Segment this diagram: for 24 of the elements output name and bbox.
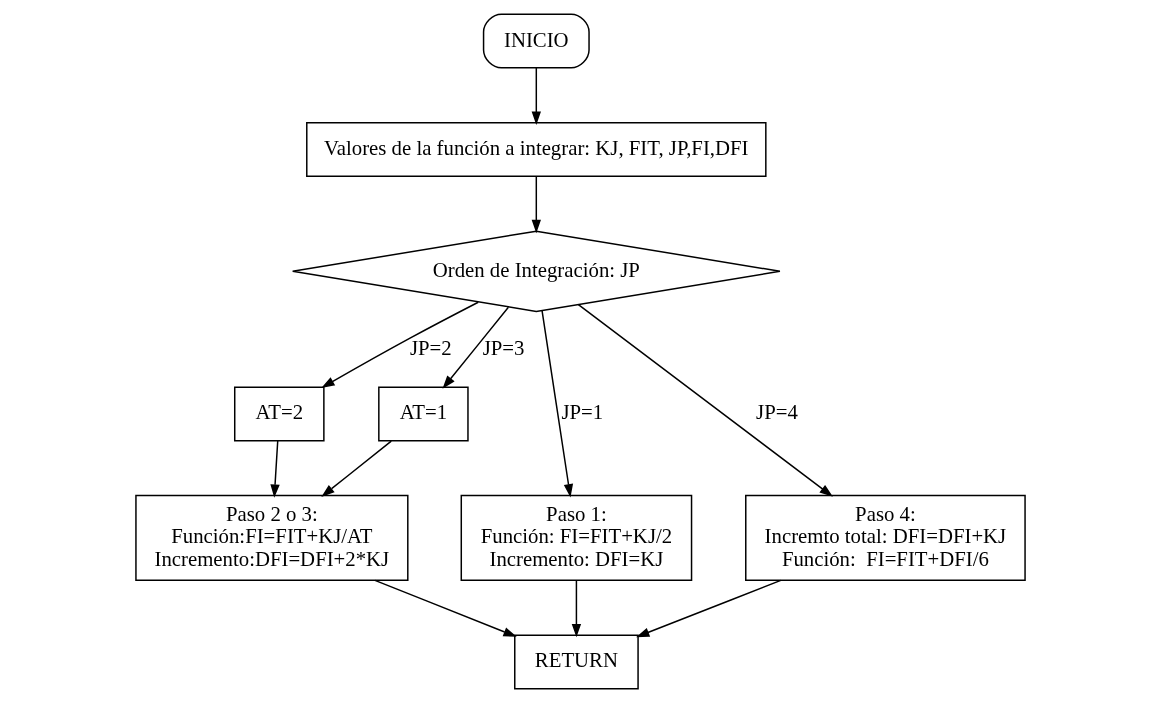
edge-label: JP=4 xyxy=(756,400,798,424)
node-box: Paso 1: Función: FI=FIT+KJ/2 Incremento: DFI=KJ xyxy=(460,494,693,582)
edge-label: JP=1 xyxy=(561,400,604,424)
node-box: RETURN xyxy=(514,634,639,690)
arrow xyxy=(531,67,541,125)
arrow xyxy=(321,440,392,497)
node-box: AT=2 xyxy=(234,386,325,442)
arrow xyxy=(270,440,280,498)
node-box: Paso 4: Incremto total: DFI=DFI+KJ Función: FI=FIT+DFI/6 xyxy=(745,494,1026,582)
node-box: Valores de la función a integrar: KJ, FIT, JP,FI,DFI xyxy=(306,121,767,177)
arrow xyxy=(577,303,833,497)
node-box: Paso 2 o 3: Función:FI=FIT+KJ/AT Incremento:DFI=DFI+2*KJ xyxy=(135,494,409,582)
arrow xyxy=(442,306,510,389)
arrow xyxy=(636,579,782,638)
node-diamond: Orden de Integración: JP xyxy=(291,230,781,313)
edge-label: JP=3 xyxy=(482,335,525,359)
arrow xyxy=(374,579,517,637)
arrow xyxy=(541,309,574,498)
node-box: INICIO xyxy=(482,13,590,69)
edge-label: JP=2 xyxy=(409,335,452,359)
arrow xyxy=(321,301,479,388)
arrow xyxy=(531,176,541,234)
node-box: AT=1 xyxy=(378,386,469,442)
arrow xyxy=(571,579,582,638)
